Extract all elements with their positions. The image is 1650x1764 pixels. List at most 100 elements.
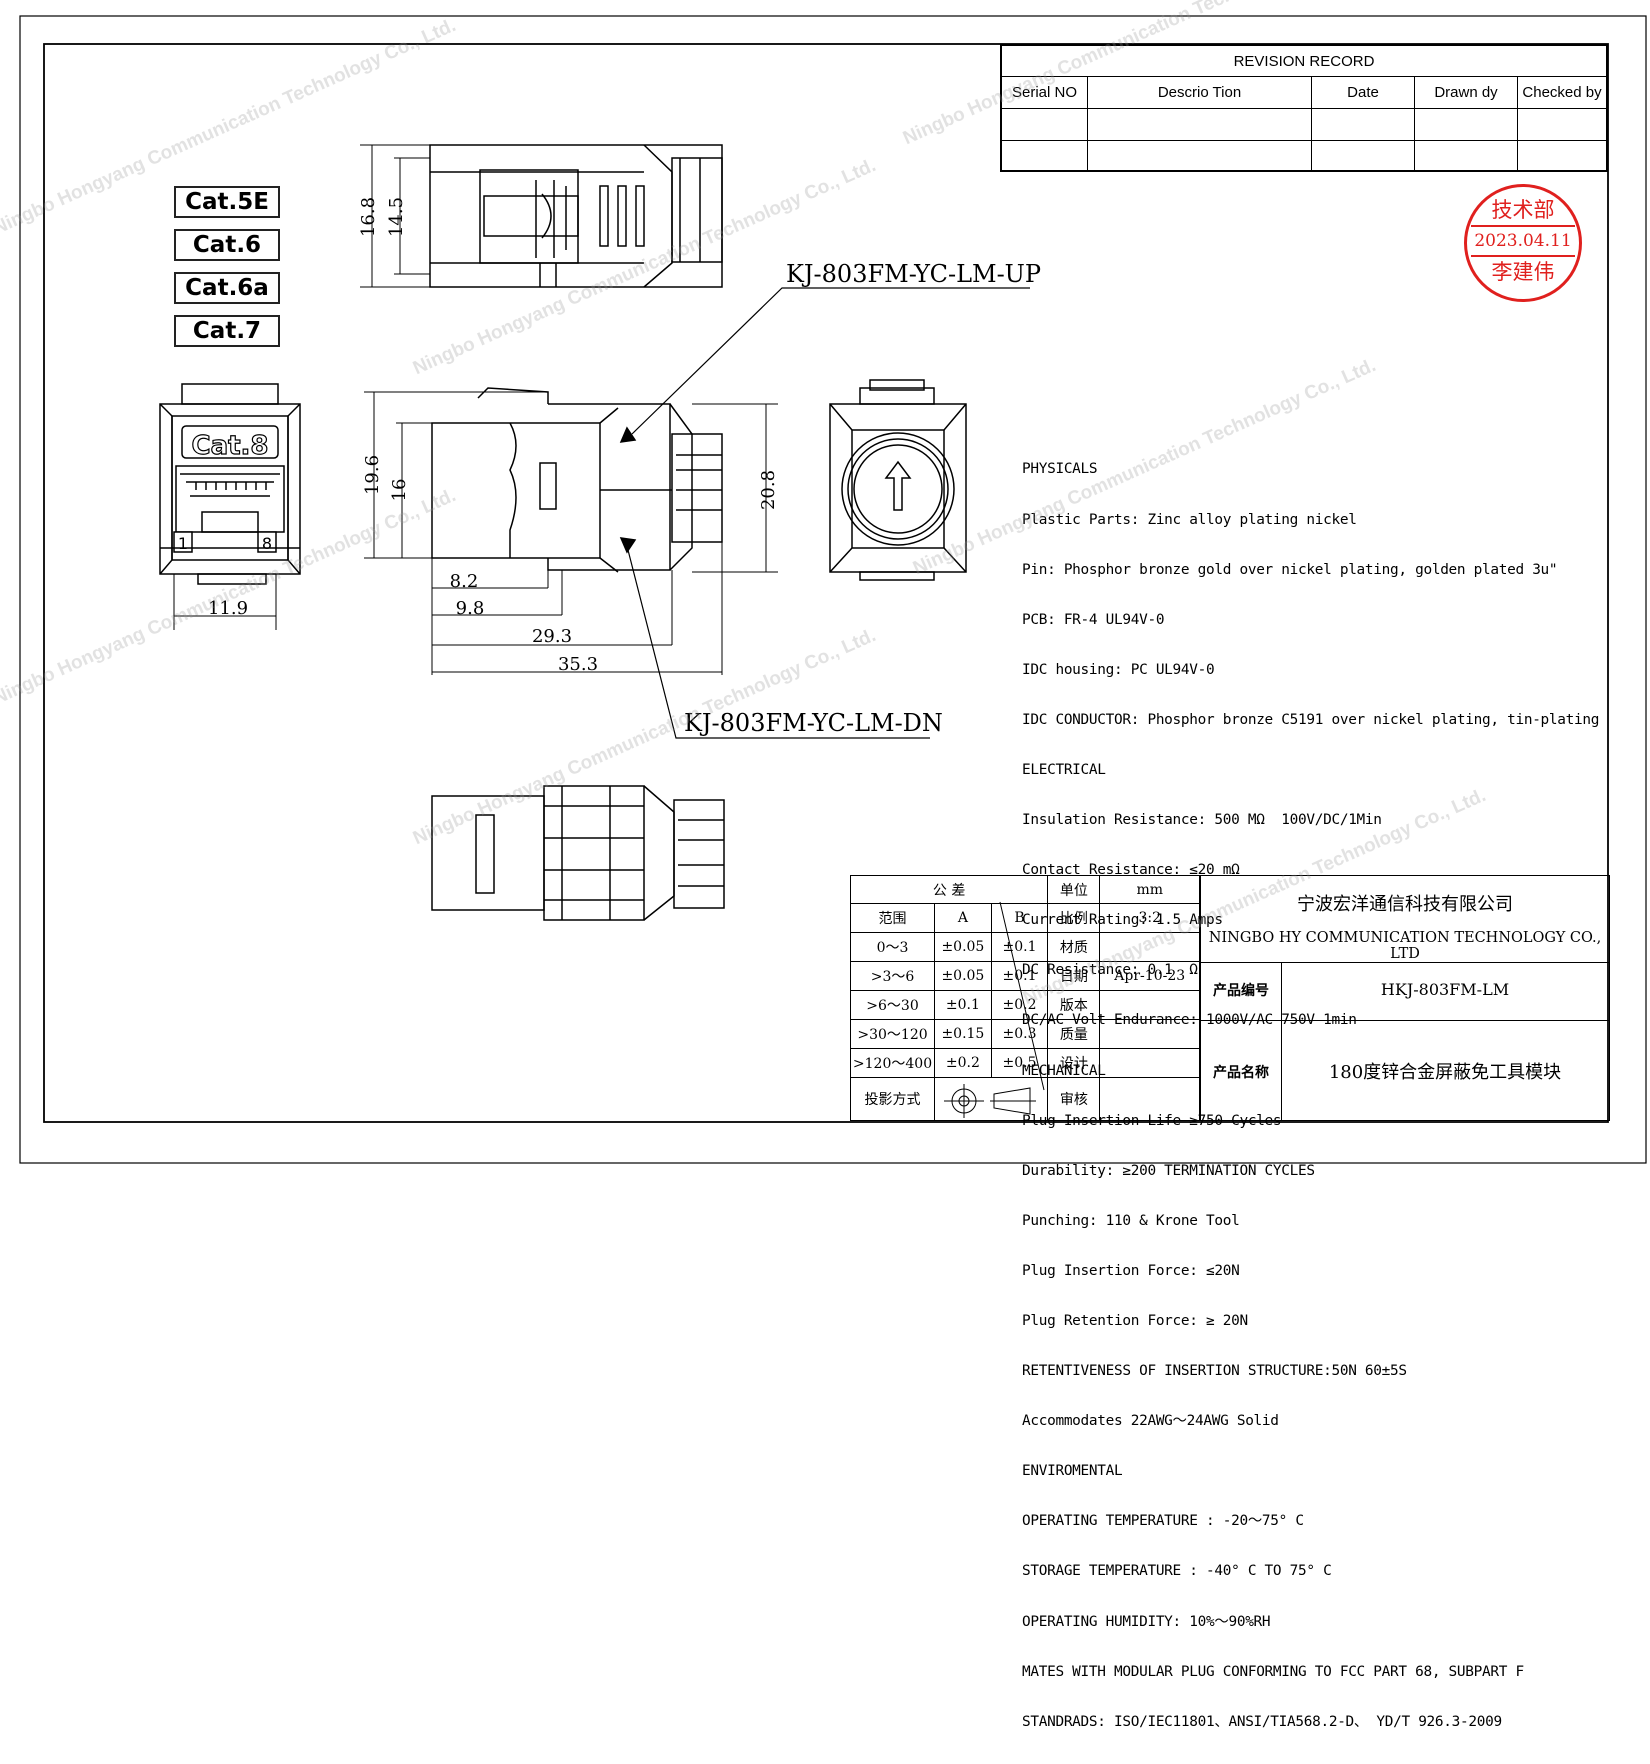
end-view xyxy=(829,379,967,581)
technical-drawing: 16.8 14.5 xyxy=(19,15,1647,1164)
stamp-dept: 技术部 xyxy=(1491,198,1555,222)
spec-line: ENVIROMENTAL xyxy=(1022,1463,1123,1480)
spec-line: Plastic Parts: Zinc alloy plating nickel xyxy=(1022,511,1357,528)
spec-line: STANDRADS: ISO/IEC11801、ANSI/TIA568.2-D、… xyxy=(1022,1713,1502,1730)
tol-range: >6～30 xyxy=(849,990,936,1020)
dim-front-width: 11.9 xyxy=(208,598,248,619)
rev-cell xyxy=(1087,140,1312,171)
dim-29-3: 29.3 xyxy=(532,626,572,647)
rev-cell xyxy=(1311,108,1415,141)
title-block: 公 差 单位 mm 范围 A B 比例 3:2 0～3 ±0.05 ±0.1 材… xyxy=(849,875,1610,1121)
rev-header-drawn: Drawn dy xyxy=(1414,76,1518,109)
tol-a: ±0.05 xyxy=(934,961,992,991)
dim-8-2: 8.2 xyxy=(450,571,479,592)
tol-range: >120～400 xyxy=(849,1048,936,1078)
tolerance-title: 公 差 xyxy=(849,875,1049,904)
info-label-review: 审核 xyxy=(1047,1077,1101,1121)
dim-top-outer: 16.8 xyxy=(358,197,379,237)
info-label-version: 版本 xyxy=(1047,990,1101,1020)
rev-cell xyxy=(1001,140,1088,171)
spec-line: Punching: 110 & Krone Tool xyxy=(1022,1212,1240,1229)
company-name-cn: 宁波宏洋通信科技有限公司 xyxy=(1297,894,1513,915)
pin-label-1: 1 xyxy=(178,534,188,553)
rev-cell xyxy=(1517,108,1607,141)
tol-header-range: 范围 xyxy=(849,903,936,933)
spec-line: STORAGE TEMPERATURE : -40° C TO 75° C xyxy=(1022,1563,1332,1580)
info-value-date: Apr-10-23 xyxy=(1099,961,1200,991)
info-label-scale: 比例 xyxy=(1047,903,1101,933)
dim-top-inner: 14.5 xyxy=(386,197,407,237)
company-name-en: NINGBO HY COMMUNICATION TECHNOLOGY CO., … xyxy=(1208,930,1602,962)
spec-line: Contact Resistance: ≤20 mΩ xyxy=(1022,862,1240,879)
spec-line: Plug Insertion Force: ≤20N xyxy=(1022,1262,1240,1279)
jack-front-view xyxy=(159,383,301,585)
category-badge-cat5e: Cat.5E xyxy=(174,186,280,218)
dim-9-8: 9.8 xyxy=(456,598,485,619)
spec-line: IDC CONDUCTOR: Phosphor bronze C5191 ove… xyxy=(1022,711,1600,728)
info-value-scale: 3:2 xyxy=(1099,903,1200,933)
tol-a: ±0.15 xyxy=(934,1019,992,1049)
rev-cell xyxy=(1311,140,1415,171)
info-label-quality: 质量 xyxy=(1047,1019,1101,1049)
rev-cell xyxy=(1517,140,1607,171)
rev-header-date: Date xyxy=(1311,76,1415,109)
revision-record-table: REVISION RECORD Serial NO Descrio Tion D… xyxy=(1000,44,1608,172)
tol-b: ±0.2 xyxy=(990,990,1049,1020)
tol-a: ±0.1 xyxy=(934,990,992,1020)
product-name: 180度锌合金屏蔽免工具模块 xyxy=(1328,1062,1562,1083)
tol-range: 0～3 xyxy=(849,932,936,962)
rev-header-serial: Serial NO xyxy=(1001,76,1088,109)
info-value-version xyxy=(1099,990,1200,1020)
dim-side-outer: 19.6 xyxy=(362,455,383,495)
info-label-material: 材质 xyxy=(1047,932,1101,962)
projection-label: 投影方式 xyxy=(849,1077,936,1121)
tol-range: >30～120 xyxy=(849,1019,936,1049)
rev-header-description: Descrio Tion xyxy=(1087,76,1312,109)
category-badge-cat6: Cat.6 xyxy=(174,229,280,261)
rev-header-checked: Checked by xyxy=(1517,76,1607,109)
info-value-quality xyxy=(1099,1019,1200,1049)
tol-header-a: A xyxy=(934,903,992,933)
tol-a: ±0.05 xyxy=(934,932,992,962)
info-value-material xyxy=(1099,932,1200,962)
spec-line: Plug Retention Force: ≥ 20N xyxy=(1022,1313,1248,1329)
dim-front-height: 20.8 xyxy=(758,470,779,510)
spec-line: Durability: ≥200 TERMINATION CYCLES xyxy=(1022,1162,1315,1179)
tolerance-table: 公 差 单位 mm 范围 A B 比例 3:2 0～3 ±0.05 ±0.1 材… xyxy=(849,875,1200,1121)
info-label-unit: 单位 xyxy=(1047,875,1101,904)
approval-stamp: 技术部 2023.04.11 李建伟 xyxy=(1464,184,1582,302)
projection-cell xyxy=(934,1077,1049,1121)
spec-line: OPERATING TEMPERATURE : -20～75° C xyxy=(1022,1513,1304,1530)
spec-line: Pin: Phosphor bronze gold over nickel pl… xyxy=(1022,561,1558,578)
rev-cell xyxy=(1001,108,1088,141)
product-code-label: 产品编号 xyxy=(1213,983,1269,999)
spec-line: OPERATING HUMIDITY: 10%～90%RH xyxy=(1022,1613,1271,1630)
rev-cell xyxy=(1414,108,1518,141)
category-badge-cat7: Cat.7 xyxy=(174,315,280,347)
stamp-name: 李建伟 xyxy=(1491,260,1555,284)
category-badge-cat6a: Cat.6a xyxy=(174,272,280,304)
rev-cell xyxy=(1087,108,1312,141)
info-value-unit: mm xyxy=(1099,875,1200,904)
tol-b: ±0.1 xyxy=(990,961,1049,991)
revision-title: REVISION RECORD xyxy=(1001,45,1607,77)
spec-line: PHYSICALS xyxy=(1022,461,1098,478)
stamp-date: 2023.04.11 xyxy=(1474,231,1572,251)
tol-range: >3～6 xyxy=(849,961,936,991)
rev-cell xyxy=(1414,140,1518,171)
tol-a: ±0.2 xyxy=(934,1048,992,1078)
spec-line: IDC housing: PC UL94V-0 xyxy=(1022,661,1215,678)
part-number-down: KJ-803FM-YC-LM-DN xyxy=(684,709,943,737)
tol-header-b: B xyxy=(990,903,1049,933)
product-name-label: 产品名称 xyxy=(1213,1065,1269,1081)
info-label-design: 设计 xyxy=(1047,1048,1101,1078)
tol-b: ±0.1 xyxy=(990,932,1049,962)
bottom-view xyxy=(431,785,725,921)
info-label-date: 日期 xyxy=(1047,961,1101,991)
dim-side-inner: 16 xyxy=(389,479,410,502)
spec-line: Insulation Resistance: 500 MΩ 100V/DC/1M… xyxy=(1022,812,1382,829)
tol-b: ±0.3 xyxy=(990,1019,1049,1049)
top-view xyxy=(429,144,723,288)
spec-line: RETENTIVENESS OF INSERTION STRUCTURE:50N… xyxy=(1022,1363,1407,1380)
info-value-review xyxy=(1099,1077,1200,1121)
